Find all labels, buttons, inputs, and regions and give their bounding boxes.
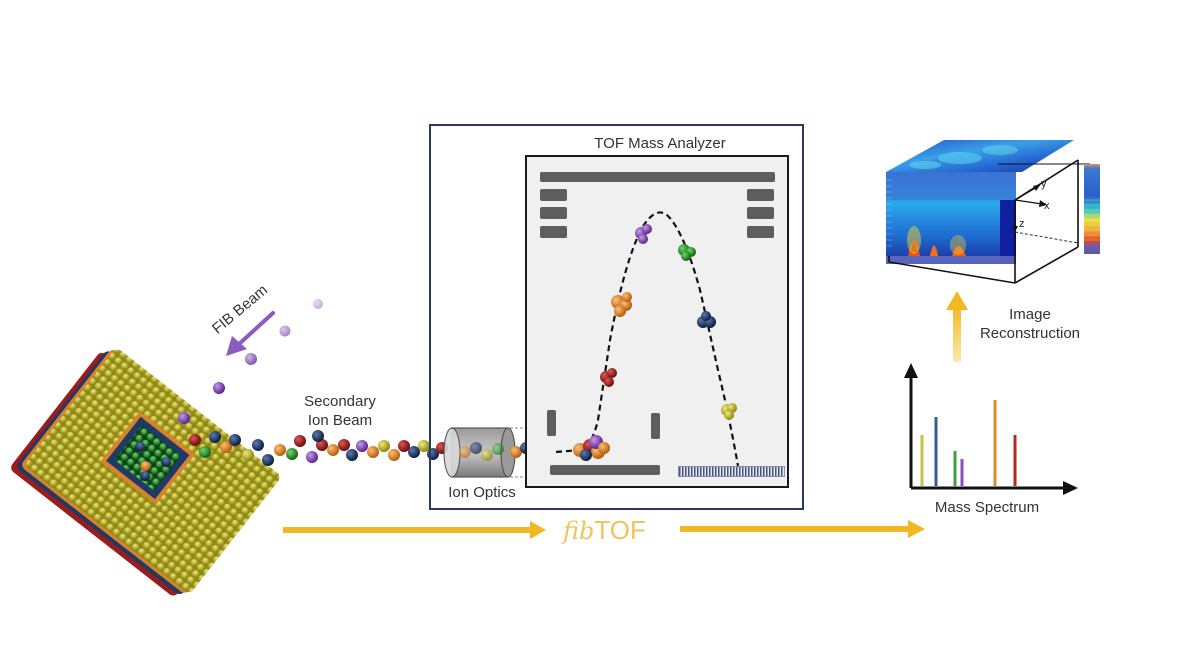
ion-optics-label: Ion Optics [448, 484, 516, 501]
ion-cluster-start [573, 435, 610, 461]
axis-z-label: z [1019, 218, 1025, 230]
reconstruction-arrow [946, 291, 968, 362]
flow-arrow-right [680, 520, 925, 538]
detector [678, 466, 785, 477]
ion-red [600, 368, 617, 387]
tof-mass-analyzer-title: TOF Mass Analyzer [594, 135, 726, 152]
secondary-ion-beam-label-line2: Ion Beam [307, 412, 373, 429]
electrode-left-3 [540, 226, 567, 238]
secondary-ion-beam [189, 430, 448, 466]
electrode-left-2 [540, 207, 567, 219]
ion-orange [611, 292, 632, 317]
pusher-plate [550, 465, 660, 475]
extractor-right [651, 413, 660, 439]
ion-yellow [721, 403, 737, 420]
reflectron-top-plate [540, 172, 775, 182]
fib-beam-arrow [226, 311, 275, 356]
image-reconstruction-label-line1: Image [1009, 306, 1051, 323]
3d-reconstruction-cube [886, 140, 1100, 284]
flow-arrow-left [283, 521, 546, 539]
fibtof-logo-suffix: TOF [594, 515, 646, 545]
ion-purple [635, 224, 652, 244]
ion-navy [697, 311, 716, 328]
secondary-ion-beam-label-line1: Secondary [304, 393, 376, 410]
fibtof-logo-prefix: fib [563, 517, 595, 545]
image-reconstruction-label-line2: Reconstruction [979, 325, 1081, 342]
electrode-left-1 [540, 189, 567, 201]
fibtof-logo: fibTOF [563, 515, 646, 546]
electrode-right-3 [747, 226, 774, 238]
extractor-left [547, 410, 556, 436]
axis-y-label: y [1041, 178, 1047, 190]
electrode-right-1 [747, 189, 774, 201]
mass-spectrum-label: Mass Spectrum [934, 499, 1040, 516]
ion-optics-cylinder [443, 427, 525, 478]
tof-outer-frame [429, 124, 804, 510]
axis-x-label: x [1044, 200, 1050, 212]
sample-slab [11, 349, 280, 596]
fib-beam-ions [178, 299, 323, 424]
mass-spectrum-chart [904, 363, 1078, 495]
electrode-right-2 [747, 207, 774, 219]
ion-green [678, 244, 696, 261]
